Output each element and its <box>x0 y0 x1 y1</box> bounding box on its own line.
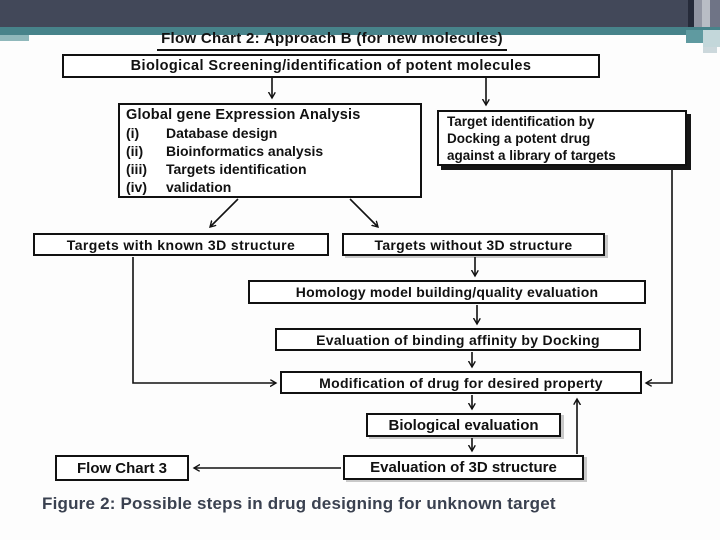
item-text: Database design <box>166 124 278 141</box>
flowchart-title-text: Flow Chart 2: Approach B (for new molecu… <box>157 30 507 51</box>
box-targets-known-3d-label: Targets with known 3D structure <box>66 236 296 253</box>
arrow-global-to-without <box>349 198 378 227</box>
box-evaluation-3d-structure-label: Evaluation of 3D structure <box>370 459 557 476</box>
box-targets-known-3d: Targets with known 3D structure <box>33 233 329 256</box>
box-evaluation-3d-structure: Evaluation of 3D structure <box>343 455 584 480</box>
item-numeral: (iii) <box>126 160 147 177</box>
box-homology-model-label: Homology model building/quality evaluati… <box>295 284 599 300</box>
header-corner-stripe <box>688 0 694 30</box>
arrow-global-to-known <box>210 198 239 227</box>
box-targets-without-3d-label: Targets without 3D structure <box>374 236 573 253</box>
arrow-targetid-to-modification <box>646 170 673 383</box>
box-target-identification-docking: Target identification by Docking a poten… <box>437 110 687 166</box>
header-accent-band <box>0 27 720 35</box>
box-drug-modification: Modification of drug for desired propert… <box>280 371 642 394</box>
header-corner-block <box>703 47 717 53</box>
box-flow-chart-3: Flow Chart 3 <box>55 455 189 481</box>
target-id-line: Docking a potent drug <box>447 130 591 146</box>
header-corner-stripe <box>710 0 720 30</box>
global-gene-item: (ii) Bioinformatics analysis <box>126 142 323 160</box>
global-gene-item: (i) Database design <box>126 124 277 142</box>
item-text: validation <box>166 178 232 195</box>
item-numeral: (i) <box>126 124 140 141</box>
target-id-line: against a library of targets <box>447 147 616 163</box>
figure-caption: Figure 2: Possible steps in drug designi… <box>42 494 556 513</box>
global-gene-item: (iv) validation <box>126 178 231 196</box>
header-corner-block <box>703 30 720 47</box>
target-id-line: Target identification by <box>447 113 595 129</box>
item-numeral: (iv) <box>126 178 147 195</box>
box-homology-model: Homology model building/quality evaluati… <box>248 280 646 304</box>
box-binding-affinity: Evaluation of binding affinity by Dockin… <box>275 328 641 351</box>
box-targets-without-3d: Targets without 3D structure <box>342 233 605 256</box>
header-accent-strip <box>0 35 29 41</box>
box-flow-chart-3-label: Flow Chart 3 <box>76 459 167 477</box>
item-numeral: (ii) <box>126 142 144 159</box>
flowchart-title: Flow Chart 2: Approach B (for new molecu… <box>62 30 602 51</box>
item-text: Targets identification <box>166 160 307 177</box>
slide-header-bar <box>0 0 720 27</box>
box-biological-evaluation-label: Biological evaluation <box>388 416 539 434</box>
header-corner-block <box>686 30 703 43</box>
box-biological-evaluation: Biological evaluation <box>366 413 561 437</box>
box-biological-screening-label: Biological Screening/identification of p… <box>130 58 532 74</box>
box-drug-modification-label: Modification of drug for desired propert… <box>319 374 603 391</box>
global-gene-item: (iii) Targets identification <box>126 160 307 178</box>
global-gene-heading: Global gene Expression Analysis <box>126 106 361 123</box>
box-biological-screening: Biological Screening/identification of p… <box>62 54 600 78</box>
header-corner-stripe <box>694 0 702 33</box>
arrow-known-to-modification <box>132 257 276 383</box>
header-corner-stripe <box>702 0 710 37</box>
box-global-gene-expression: Global gene Expression Analysis (i) Data… <box>118 103 422 198</box>
box-binding-affinity-label: Evaluation of binding affinity by Dockin… <box>316 331 600 348</box>
item-text: Bioinformatics analysis <box>166 142 324 159</box>
